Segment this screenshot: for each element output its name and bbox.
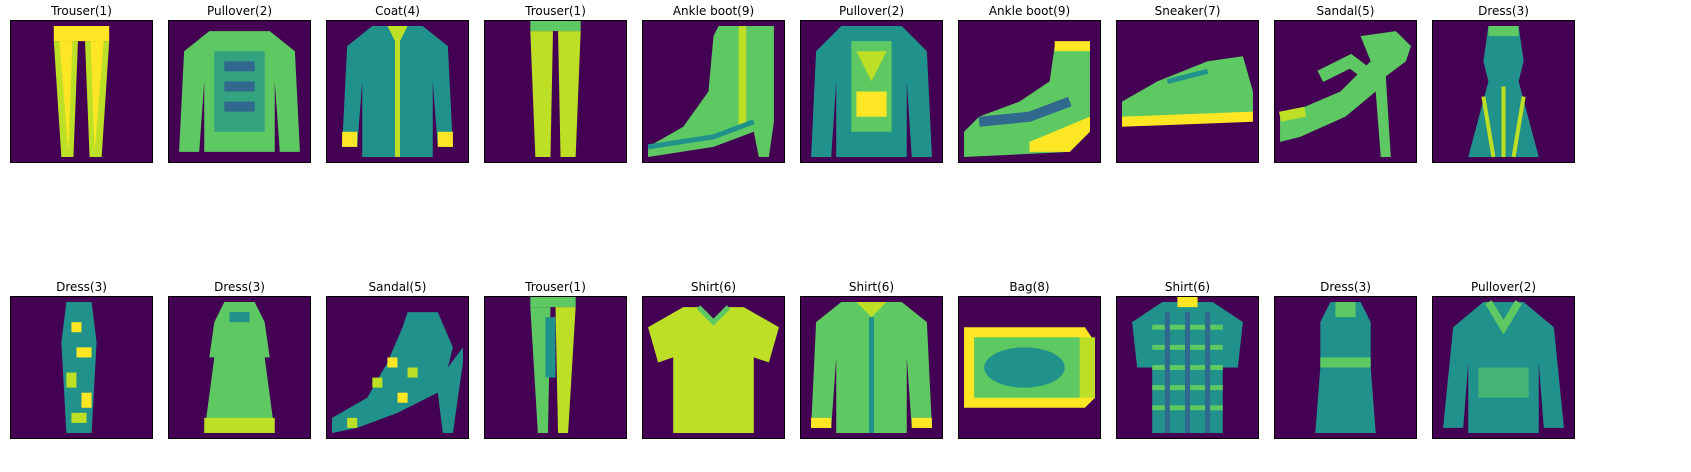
panel-title: Shirt(6) (848, 280, 895, 294)
coat-image (327, 21, 468, 162)
panel-title: Sneaker(7) (1154, 4, 1221, 18)
panel-image (1274, 20, 1417, 163)
panel-image (642, 296, 785, 439)
panel-image (326, 296, 469, 439)
trouser-slim-image (485, 297, 626, 438)
panel-image (1432, 20, 1575, 163)
pullover-pattern-image (801, 21, 942, 162)
panel-title: Dress(3) (56, 280, 107, 294)
ankle-boot-heel-image (643, 21, 784, 162)
panel-title: Pullover(2) (1470, 280, 1537, 294)
bag-image (959, 297, 1100, 438)
panel-title: Shirt(6) (690, 280, 737, 294)
panel-title: Trouser(1) (525, 280, 586, 294)
sandal-strappy-image (327, 297, 468, 438)
panel-title: Sandal(5) (368, 280, 427, 294)
dress-slim-image (1275, 297, 1416, 438)
panel-image (484, 296, 627, 439)
panel-image (1116, 296, 1259, 439)
dress-pattern-image (11, 297, 152, 438)
panel-image (10, 296, 153, 439)
panel-title: Pullover(2) (838, 4, 905, 18)
tshirt-image (643, 297, 784, 438)
panel-image (1116, 20, 1259, 163)
panel-image (800, 296, 943, 439)
panel-image (326, 20, 469, 163)
panel-title: Shirt(6) (1164, 280, 1211, 294)
panel-title: Dress(3) (1478, 4, 1529, 18)
panel-image (10, 20, 153, 163)
panel-image (1274, 296, 1417, 439)
trouser-narrow-image (485, 21, 626, 162)
panel-image (168, 20, 311, 163)
panel-title: Dress(3) (214, 280, 265, 294)
pullover-hood-image (1433, 297, 1574, 438)
panel-image (1432, 296, 1575, 439)
shirt-image (801, 297, 942, 438)
ankle-boot-wedge-image (959, 21, 1100, 162)
panel-image (958, 296, 1101, 439)
panel-title: Ankle boot(9) (988, 4, 1071, 18)
panel-title: Bag(8) (1009, 280, 1050, 294)
dress-image (1433, 21, 1574, 162)
dress-long-image (169, 297, 310, 438)
panel-image (168, 296, 311, 439)
panel-title: Coat(4) (375, 4, 420, 18)
pullover-image (169, 21, 310, 162)
trouser-image (11, 21, 152, 162)
panel-image (958, 20, 1101, 163)
panel-title: Dress(3) (1320, 280, 1371, 294)
panel-title: Sandal(5) (1316, 4, 1375, 18)
panel-title: Ankle boot(9) (672, 4, 755, 18)
panel-title: Trouser(1) (51, 4, 112, 18)
panel-image (642, 20, 785, 163)
panel-image (484, 20, 627, 163)
sandal-heel-image (1275, 21, 1416, 162)
panel-title: Trouser(1) (525, 4, 586, 18)
shirt-check-image (1117, 297, 1258, 438)
sneaker-image (1117, 21, 1258, 162)
panel-image (800, 20, 943, 163)
panel-title: Pullover(2) (206, 4, 273, 18)
